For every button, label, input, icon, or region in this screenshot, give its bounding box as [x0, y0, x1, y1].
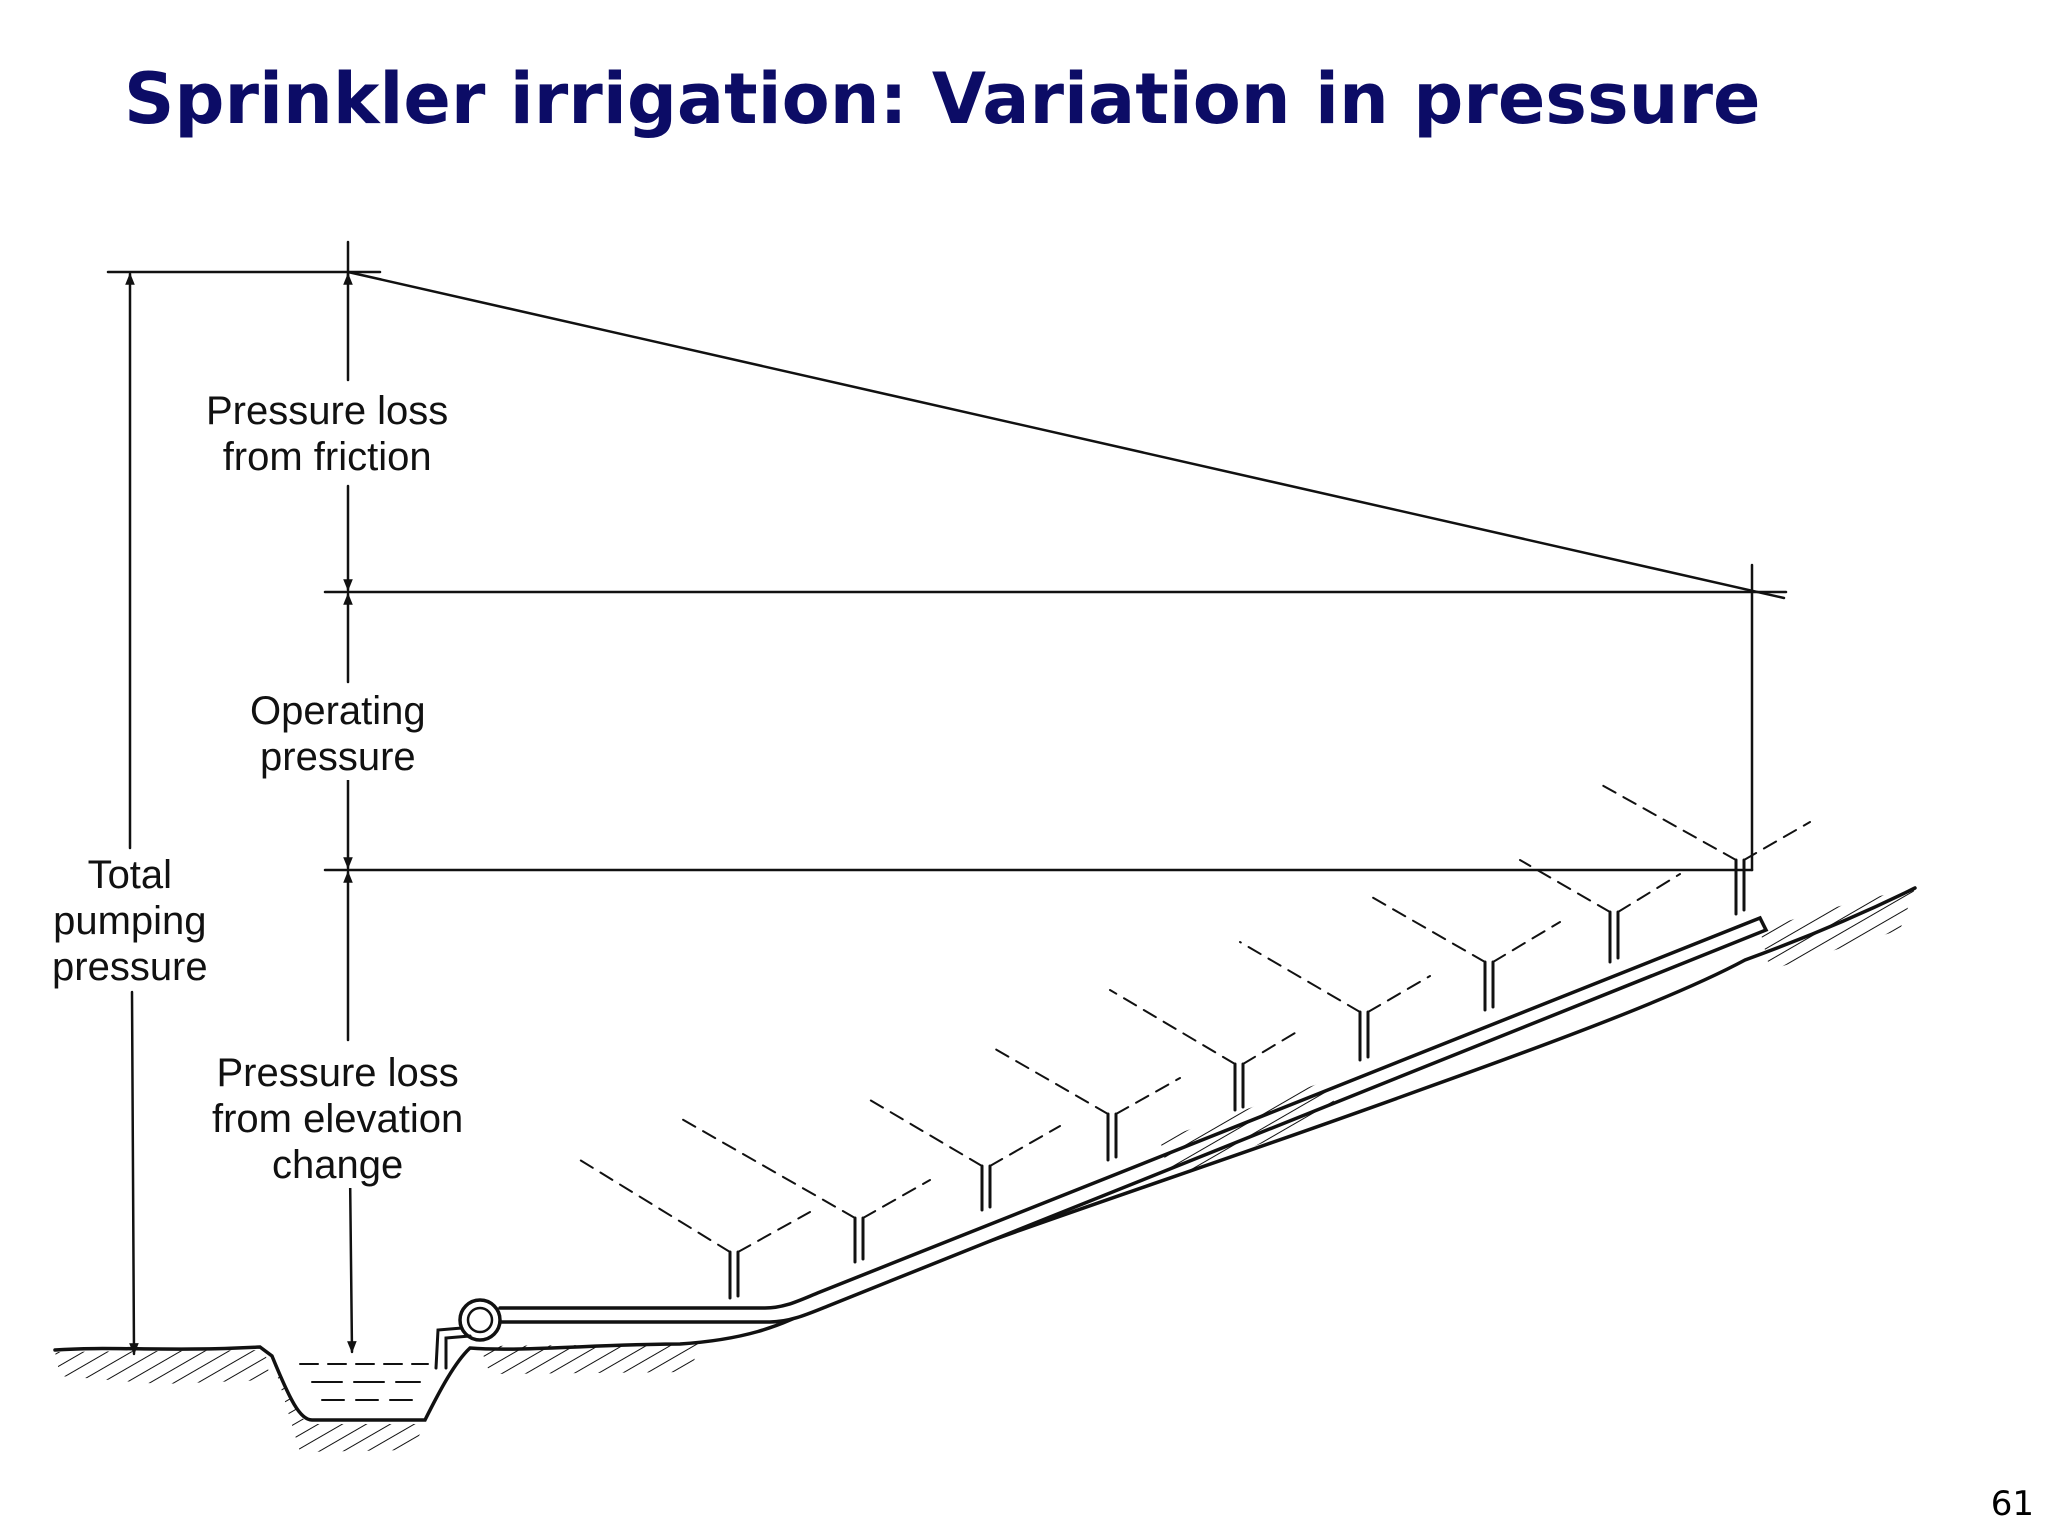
lateral-pipe [498, 915, 1769, 1324]
label-total-pumping-pressure: Total pumping pressure [52, 852, 208, 990]
ground-surface [53, 886, 1917, 1422]
slide-title: Sprinkler irrigation: Variation in press… [124, 58, 1761, 140]
spray-jets [579, 783, 1811, 1253]
pump-icon [458, 1298, 502, 1342]
elevation-arrow-lower [347, 1168, 357, 1354]
page-number: 61 [1990, 1484, 2034, 1524]
label-elevation-loss: Pressure loss from elevation change [212, 1050, 464, 1188]
soil-hatching [55, 888, 1915, 1452]
sprinkler-risers [728, 858, 1746, 1300]
friction-gradient-line [346, 270, 1786, 600]
label-operating-pressure: Operating pressure [250, 688, 426, 780]
label-friction-loss: Pressure loss from friction [206, 388, 449, 480]
total-arrow-lower [129, 990, 139, 1356]
